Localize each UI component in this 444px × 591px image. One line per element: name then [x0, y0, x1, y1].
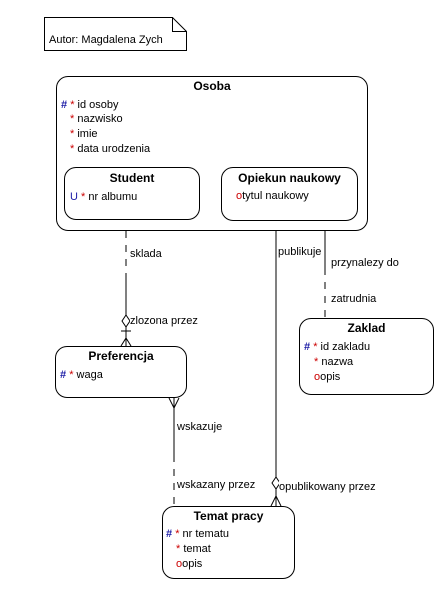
rel-zlozona-crow-l — [120, 337, 127, 347]
entity-title: Temat pracy — [193, 509, 264, 523]
entity-student[interactable]: Student U * nr albumu — [64, 167, 200, 220]
rel-wskazuje-crow-r — [173, 397, 180, 409]
entity-title: Zaklad — [347, 321, 386, 335]
attribute: # * id zakladu — [304, 341, 371, 353]
rel-zlozona-diamond — [121, 314, 131, 328]
rel-label-opublikowany-przez: opublikowany przez — [279, 481, 376, 493]
attribute: * nazwa — [314, 356, 354, 368]
rel-publikuje-crow-l — [270, 495, 277, 507]
attribute: * temat — [176, 543, 211, 555]
attribute: # * waga — [60, 369, 103, 381]
entity-title: Preferencja — [88, 349, 154, 363]
attribute: oopis — [176, 558, 203, 570]
rel-label-zlozona-przez: zlozona przez — [130, 315, 198, 327]
rel-label-wskazany-przez: wskazany przez — [177, 479, 256, 491]
entity-title: Opiekun naukowy — [238, 171, 341, 185]
rel-wskazuje-crow-l — [168, 397, 175, 409]
attribute: # * id osoby — [61, 99, 119, 111]
attribute: * imie — [70, 128, 98, 140]
attribute: otytul naukowy — [236, 190, 309, 202]
entity-opiekun-naukowy[interactable]: Opiekun naukowy otytul naukowy — [221, 167, 358, 221]
entity-title: Osoba — [193, 79, 231, 93]
rel-publikuje-crow-r — [275, 495, 282, 507]
attribute: oopis — [314, 371, 341, 383]
entity-preferencja[interactable]: Preferencja # * waga — [55, 346, 187, 398]
entity-temat-pracy[interactable]: Temat pracy # * nr tematu * temat oopis — [162, 506, 295, 579]
rel-label-wskazuje: wskazuje — [177, 421, 223, 433]
author-note: Autor: Magdalena Zych — [49, 34, 163, 46]
rel-label-publikuje: publikuje — [278, 246, 322, 258]
rel-zlozona-crow-r — [125, 337, 132, 347]
rel-label-przynalezy-do: przynalezy do — [331, 257, 399, 269]
rel-label-sklada: sklada — [130, 248, 162, 260]
attribute: U * nr albumu — [70, 191, 138, 203]
attribute: # * nr tematu — [166, 528, 229, 540]
entity-title: Student — [109, 171, 155, 185]
rel-publikuje-diamond — [271, 476, 281, 490]
author-note-shape — [44, 17, 187, 51]
entity-zaklad[interactable]: Zaklad # * id zakladu * nazwa oopis — [299, 318, 434, 395]
attribute: * data urodzenia — [70, 143, 151, 155]
attribute: * nazwisko — [70, 113, 123, 125]
rel-label-zatrudnia: zatrudnia — [331, 293, 377, 305]
